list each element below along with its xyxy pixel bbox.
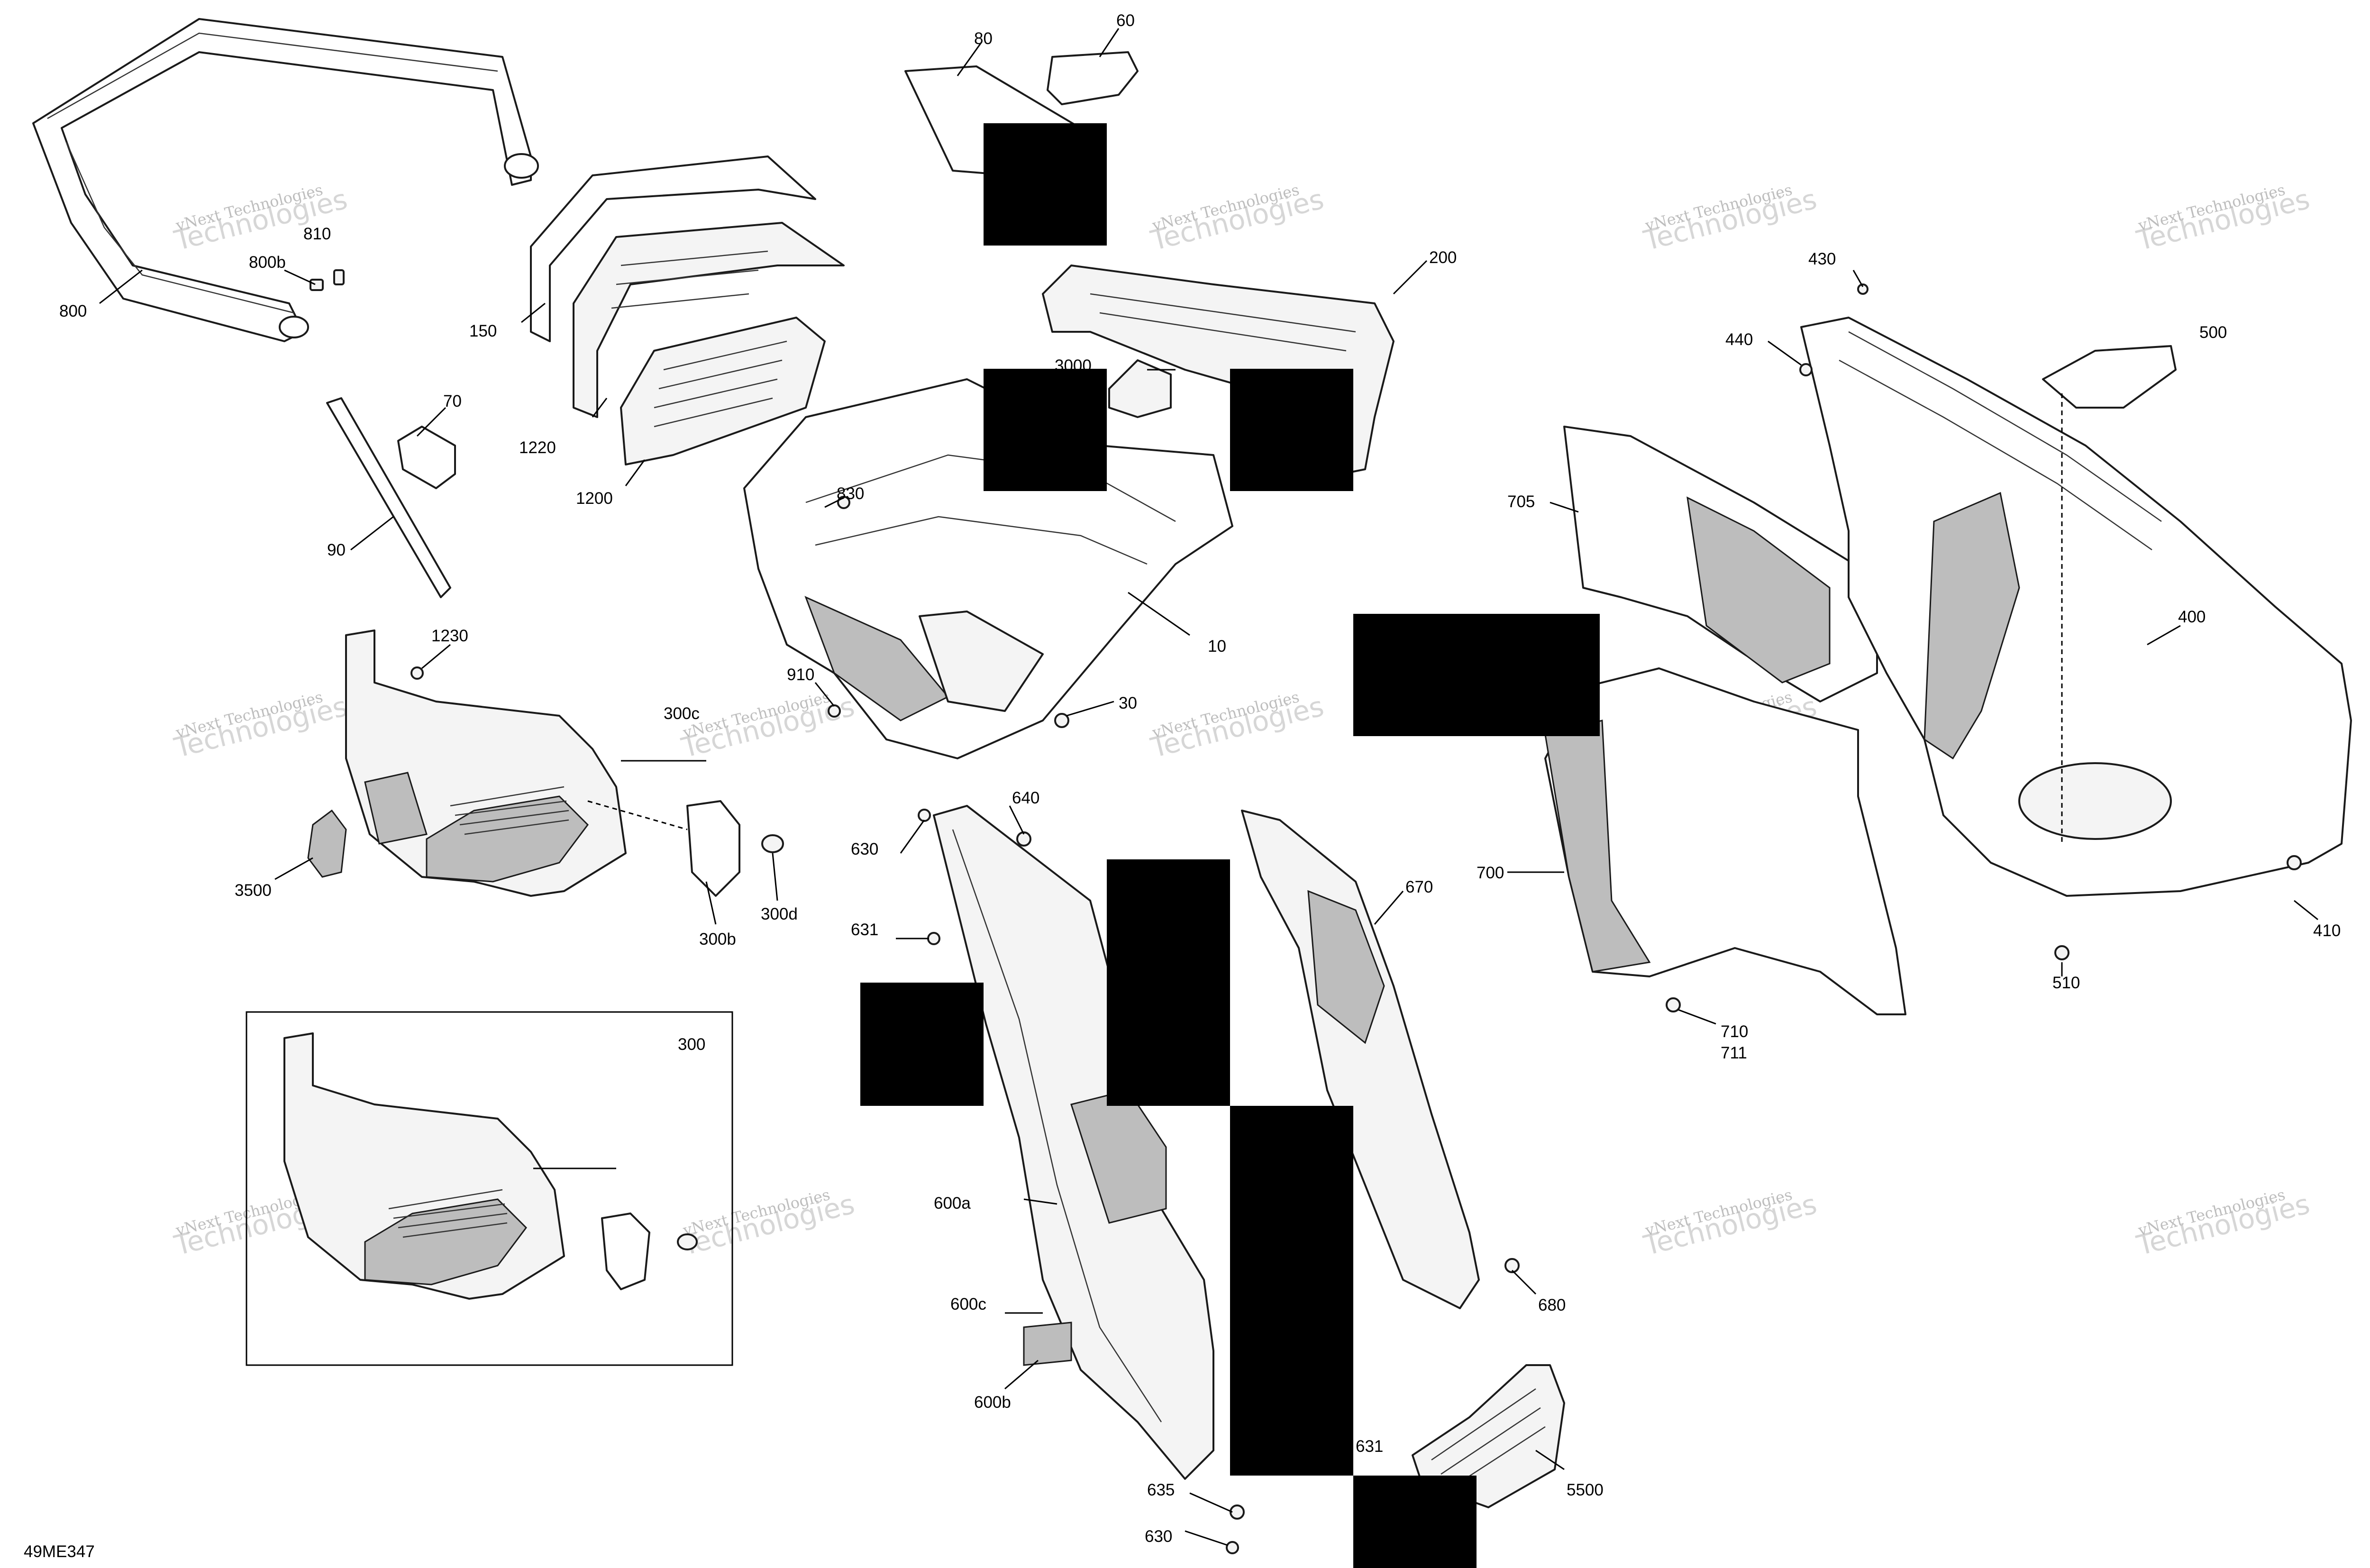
part-700-outer-panel [1544, 667, 1906, 1015]
callout-631-bottom: 631 [1356, 1437, 1383, 1456]
part-300-front-lower-panel [345, 629, 627, 897]
callout-90: 90 [327, 541, 346, 559]
part-705-inner-panel [1563, 426, 1878, 702]
callout-60: 60 [1116, 11, 1135, 30]
explode-line [587, 800, 688, 830]
watermark: Technologies vNext Technologies [678, 688, 857, 764]
watermark: Technologies vNext Technologies [2133, 1185, 2313, 1262]
callout-1220: 1220 [519, 438, 556, 457]
fastener-800b-810 [310, 269, 345, 291]
part-400-rear-tub [1800, 317, 2352, 897]
part-10-front-tub [743, 378, 1233, 759]
part-70-cover [397, 426, 456, 489]
callout-150: 150 [469, 322, 497, 340]
callout-200: 200 [1429, 248, 1457, 267]
part-200-console [1042, 264, 1395, 475]
callout-440: 440 [1725, 330, 1753, 349]
callout-711: 711 [1721, 1044, 1747, 1062]
part-60-cap [1047, 51, 1139, 105]
callout-710: 710 [1721, 1022, 1748, 1041]
callout-630-top: 630 [851, 840, 878, 858]
watermark: Technologies vNext Technologies [171, 181, 350, 257]
callout-80: 80 [974, 29, 993, 48]
part-1200-grille [620, 317, 826, 465]
part-150-fascia-trim [530, 155, 816, 342]
callout-70: 70 [443, 392, 462, 410]
part-670-upright [1241, 810, 1480, 1309]
part-300b-light-cover [686, 800, 740, 897]
callout-300d: 300d [761, 905, 798, 923]
watermark: Technologies vNext Technologies [1147, 688, 1327, 764]
part-600b-reflector [1023, 1322, 1072, 1366]
callout-1200: 1200 [576, 489, 613, 508]
callout-30: 30 [1119, 694, 1137, 712]
callout-300c: 300c [664, 704, 700, 723]
callout-1230: 1230 [431, 627, 468, 645]
callout-830: 830 [837, 484, 864, 503]
callout-640: 640 [1012, 789, 1039, 807]
callout-631-left: 631 [851, 921, 878, 939]
callout-300: 300 [678, 1035, 705, 1054]
watermark: Technologies vNext Technologies [678, 1185, 857, 1262]
watermark: Technologies vNext Technologies [1640, 181, 1820, 257]
watermark: Technologies vNext Technologies [1640, 1185, 1820, 1262]
part-800-bumper-bar [32, 18, 539, 342]
detail-box-300 [246, 1011, 733, 1366]
watermark: Technologies vNext Technologies [1147, 181, 1327, 257]
callout-600b: 600b [974, 1393, 1011, 1412]
callout-705: 705 [1507, 492, 1535, 511]
leader-lines [99, 28, 2318, 1546]
part-500-plate [2042, 345, 2177, 409]
callout-10: 10 [1208, 637, 1226, 656]
callout-910: 910 [787, 665, 814, 684]
callout-800: 800 [59, 302, 87, 320]
watermark: Technologies vNext Technologies [171, 688, 350, 764]
callout-5500: 5500 [1567, 1481, 1604, 1499]
callout-700: 700 [1477, 864, 1504, 882]
part-1220-grille-frame [573, 222, 845, 418]
callout-800b: 800b [249, 253, 286, 272]
callout-3500: 3500 [235, 881, 272, 900]
part-3000-bracket [1108, 359, 1172, 418]
callout-670: 670 [1405, 878, 1433, 896]
watermark: Technologies vNext Technologies [2133, 181, 2313, 257]
part-300d-clip [761, 834, 784, 853]
redaction-blocks [860, 123, 1600, 1568]
callout-300b: 300b [699, 930, 736, 948]
callout-630-bottom: 630 [1145, 1527, 1172, 1546]
callout-510: 510 [2052, 974, 2080, 992]
callout-410: 410 [2313, 921, 2341, 940]
callout-810: 810 [303, 225, 331, 243]
callout-430: 430 [1808, 250, 1836, 268]
part-3500-bezel [307, 809, 347, 878]
callout-680: 680 [1538, 1296, 1566, 1314]
part-90-strip [326, 397, 451, 598]
callout-635: 635 [1147, 1481, 1175, 1499]
part-600a-side-panel [933, 805, 1214, 1480]
fasteners [410, 283, 2302, 1554]
callout-600a: 600a [934, 1194, 971, 1212]
callout-400: 400 [2178, 608, 2206, 626]
callout-600c: 600c [950, 1295, 986, 1313]
callout-500: 500 [2199, 323, 2227, 342]
drawing-code: 49ME347 [24, 1542, 95, 1561]
